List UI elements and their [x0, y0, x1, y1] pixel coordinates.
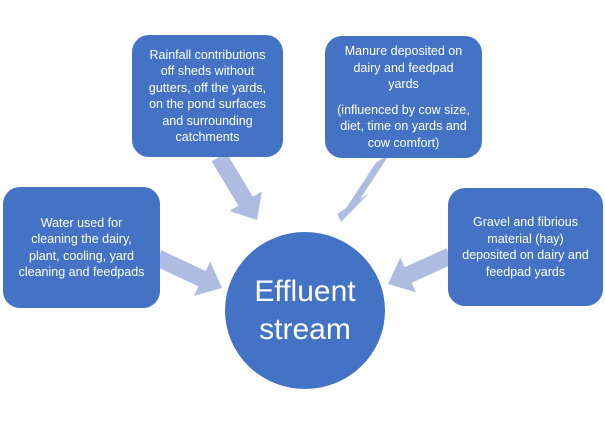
arrow-gravel-to-center [388, 248, 454, 293]
node-text-line: cleaning the dairy, [31, 232, 132, 246]
node-text: Gravel and fibrious material (hay) depos… [462, 214, 588, 280]
node-text-line: Rainfall contributions [149, 47, 266, 62]
node-text-line: Manure deposited on [344, 44, 463, 58]
node-text-line: feedpad yards [485, 264, 566, 279]
node-text-line: plant, cooling, yard [29, 248, 134, 263]
node-text-line: deposited on dairy and [462, 248, 589, 262]
node-gravel-fibrious: Gravel and fibrious material (hay) depos… [448, 188, 603, 306]
node-text-line: material (hay) [487, 231, 564, 246]
center-node-label: Effluent stream [254, 275, 356, 346]
node-text-line: Gravel and fibrious [473, 215, 578, 229]
node-text-line: on the pond surfaces [149, 97, 266, 111]
node-text: Rainfall contributions off sheds without… [149, 47, 266, 146]
node-text-paragraph: Manure deposited on dairy and feedpad ya… [345, 43, 462, 93]
node-water-used: Water used for cleaning the dairy, plant… [3, 187, 160, 308]
node-manure-deposited: Manure deposited on dairy and feedpad ya… [325, 36, 482, 158]
node-text-line: yards [388, 77, 419, 91]
node-text-line: cow comfort) [367, 135, 440, 150]
arrow-rainfall-to-center [211, 152, 262, 220]
node-text-line: cleaning and feedpads [18, 265, 145, 279]
node-rainfall-contributions: Rainfall contributions off sheds without… [132, 35, 283, 157]
arrow-manure-to-center [337, 153, 391, 222]
node-text: Water used for cleaning the dairy, plant… [19, 215, 145, 281]
node-text-line: gutters, off the yards, [148, 80, 267, 95]
node-text-line: off sheds without [160, 64, 255, 78]
node-text-line: dairy and feedpad [353, 60, 454, 75]
node-text-line: (influenced by cow size, [337, 102, 470, 117]
node-text-line: and surrounding [162, 113, 253, 128]
node-text-paragraph: (influenced by cow size, diet, time on y… [337, 102, 470, 152]
node-text-line: catchments [175, 130, 240, 144]
node-text-line: diet, time on yards and [340, 119, 467, 133]
arrow-water-to-center [154, 250, 222, 296]
center-node-effluent-stream: Effluent stream [225, 232, 385, 389]
node-text-line: Water used for [40, 215, 123, 230]
